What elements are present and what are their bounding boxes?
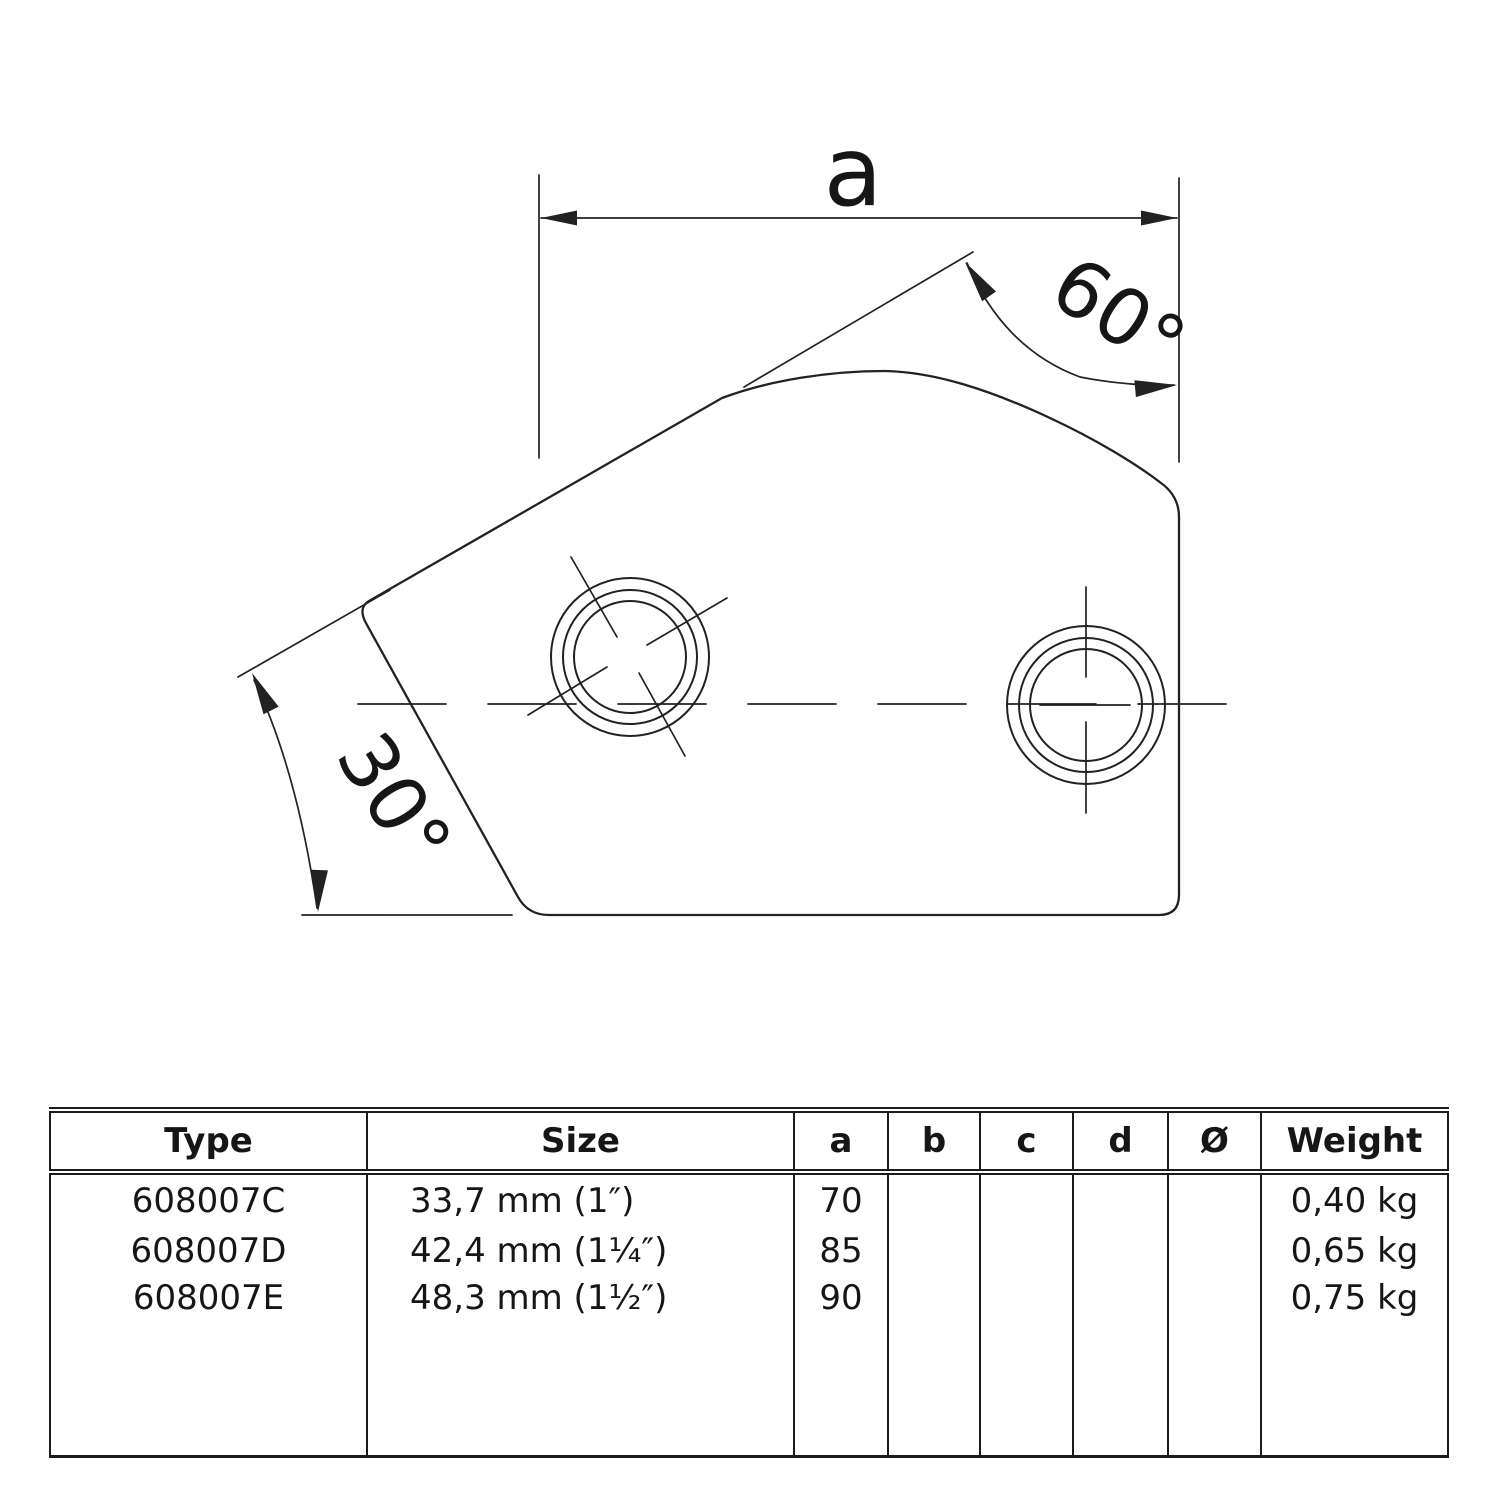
angle-60-arrow-upper [965, 262, 997, 302]
header-c: c [979, 1110, 1073, 1175]
cell-size: 42,4 mm (1¼″) [366, 1227, 794, 1274]
dim-a-arrow-left [541, 210, 577, 226]
table-row: 608007C 33,7 mm (1″) 70 0,40 kg [50, 1172, 1448, 1227]
left-hole-outer-circle [550, 577, 710, 737]
header-diameter: Ø [1167, 1110, 1261, 1175]
cell-d [1072, 1172, 1168, 1227]
cell-weight: 0,65 kg [1260, 1227, 1448, 1274]
left-hole [527, 556, 728, 757]
cell-diameter [1167, 1227, 1261, 1274]
spec-table-header-row: Type Size a b c d Ø Weight [50, 1110, 1448, 1175]
cell-diameter [1167, 1274, 1261, 1321]
table-empty-space-row [50, 1321, 1448, 1457]
dim-a-label: a [824, 116, 883, 228]
table-row: 608007E 48,3 mm (1½″) 90 0,75 kg [50, 1274, 1448, 1321]
header-d: d [1072, 1110, 1168, 1175]
cell-weight: 0,40 kg [1260, 1172, 1448, 1227]
right-hole-center-marks [1039, 586, 1131, 814]
cell-b [887, 1172, 980, 1227]
header-type: Type [50, 1110, 367, 1175]
header-a: a [793, 1110, 888, 1175]
cell-type: 608007E [132, 1277, 285, 1318]
left-hole-middle-circle [562, 589, 698, 725]
header-b: b [887, 1110, 980, 1175]
angle-30 [237, 589, 513, 916]
cell-b [887, 1274, 980, 1321]
cell-d [1072, 1274, 1168, 1321]
table-row: 608007D 42,4 mm (1¼″) 85 0,65 kg [50, 1227, 1448, 1274]
angle-30-arc [253, 679, 318, 909]
cell-size: 48,3 mm (1½″) [366, 1274, 794, 1321]
cell-b [887, 1227, 980, 1274]
cell-c [979, 1172, 1073, 1227]
angle-30-label: 30° [318, 718, 468, 883]
angle-30-extension-line [237, 589, 391, 678]
left-hole-inner-circle [573, 600, 687, 714]
dim-a-arrow-right [1141, 210, 1177, 226]
cell-a: 85 [793, 1227, 888, 1274]
angle-60 [743, 251, 1177, 398]
angle-30-arrow-upper [252, 673, 279, 715]
part-outline [361, 369, 1181, 917]
cell-a: 90 [793, 1274, 888, 1321]
cell-d [1072, 1227, 1168, 1274]
cell-weight: 0,75 kg [1260, 1274, 1448, 1321]
header-weight: Weight [1260, 1110, 1448, 1175]
right-hole [1006, 586, 1166, 814]
angle-30-arrow-lower [310, 869, 328, 912]
header-size: Size [366, 1110, 794, 1175]
cell-diameter [1167, 1172, 1261, 1227]
cell-size: 33,7 mm (1″) [366, 1172, 794, 1227]
cell-a: 70 [793, 1172, 888, 1227]
dimension-a [538, 174, 1180, 463]
angle-60-reference-line [743, 251, 974, 388]
cell-c [979, 1227, 1073, 1274]
cell-c [979, 1274, 1073, 1321]
cell-type: 608007D [130, 1230, 287, 1271]
spec-table: Type Size a b c d Ø Weight 608007C 33,7 … [49, 1107, 1449, 1458]
angle-60-arrow-lower [1134, 380, 1177, 398]
left-hole-center-marks [527, 556, 728, 757]
cell-type: 608007C [131, 1181, 286, 1221]
